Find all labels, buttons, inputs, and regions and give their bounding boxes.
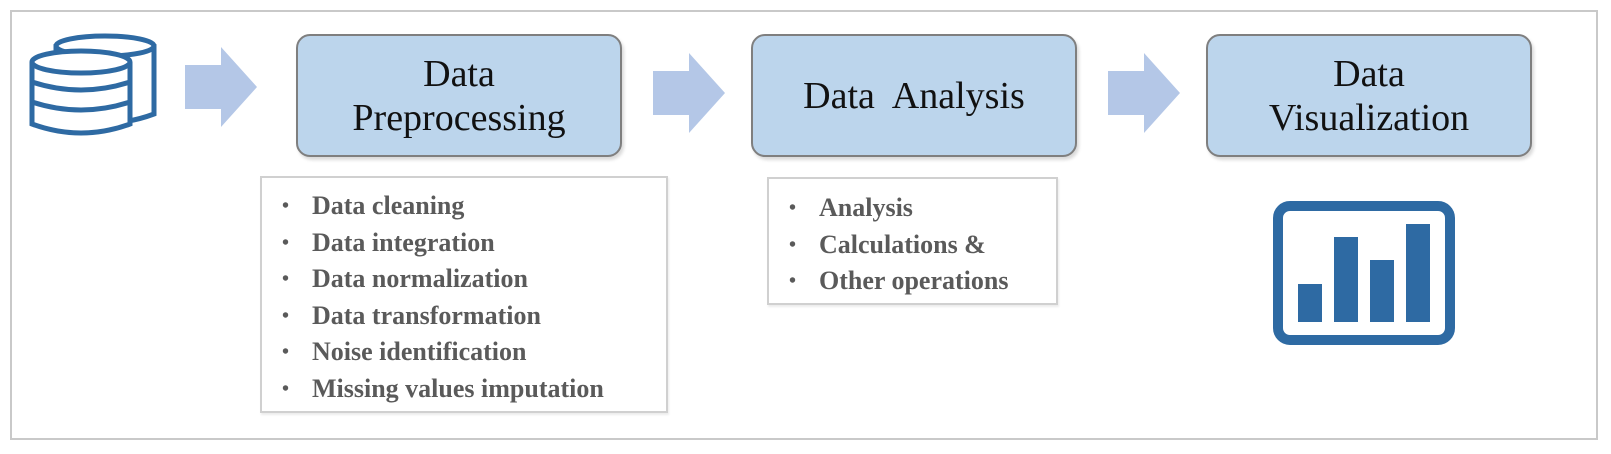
preprocessing-list: Data cleaning Data integration Data norm… (260, 176, 668, 413)
list-item: Missing values imputation (262, 371, 666, 408)
right-arrow-icon (185, 47, 257, 127)
list-item: Noise identification (262, 334, 666, 371)
stage-data-visualization: Data Visualization (1206, 34, 1532, 157)
list-item: Data transformation (262, 298, 666, 335)
stage-label-line1: Data Analysis (803, 74, 1025, 117)
list-item: Analysis (769, 190, 1056, 227)
right-arrow-icon (1108, 53, 1180, 133)
analysis-list: Analysis Calculations & Other operations (767, 177, 1058, 305)
stage-label-line2: Preprocessing (352, 96, 566, 139)
stage-data-preprocessing: Data Preprocessing (296, 34, 622, 157)
bar-chart-icon (1273, 201, 1455, 345)
stage-label-line2: Visualization (1268, 96, 1470, 139)
stage-data-analysis: Data Analysis (751, 34, 1077, 157)
list-item: Data normalization (262, 261, 666, 298)
list-item: Data cleaning (262, 188, 666, 225)
right-arrow-icon (653, 53, 725, 133)
list-item: Data integration (262, 225, 666, 262)
list-item: Calculations & (769, 227, 1056, 264)
list-item: Other operations (769, 263, 1056, 300)
database-icon (29, 33, 157, 136)
stage-label-line1: Data (1333, 52, 1405, 95)
stage-label-line1: Data (423, 52, 495, 95)
